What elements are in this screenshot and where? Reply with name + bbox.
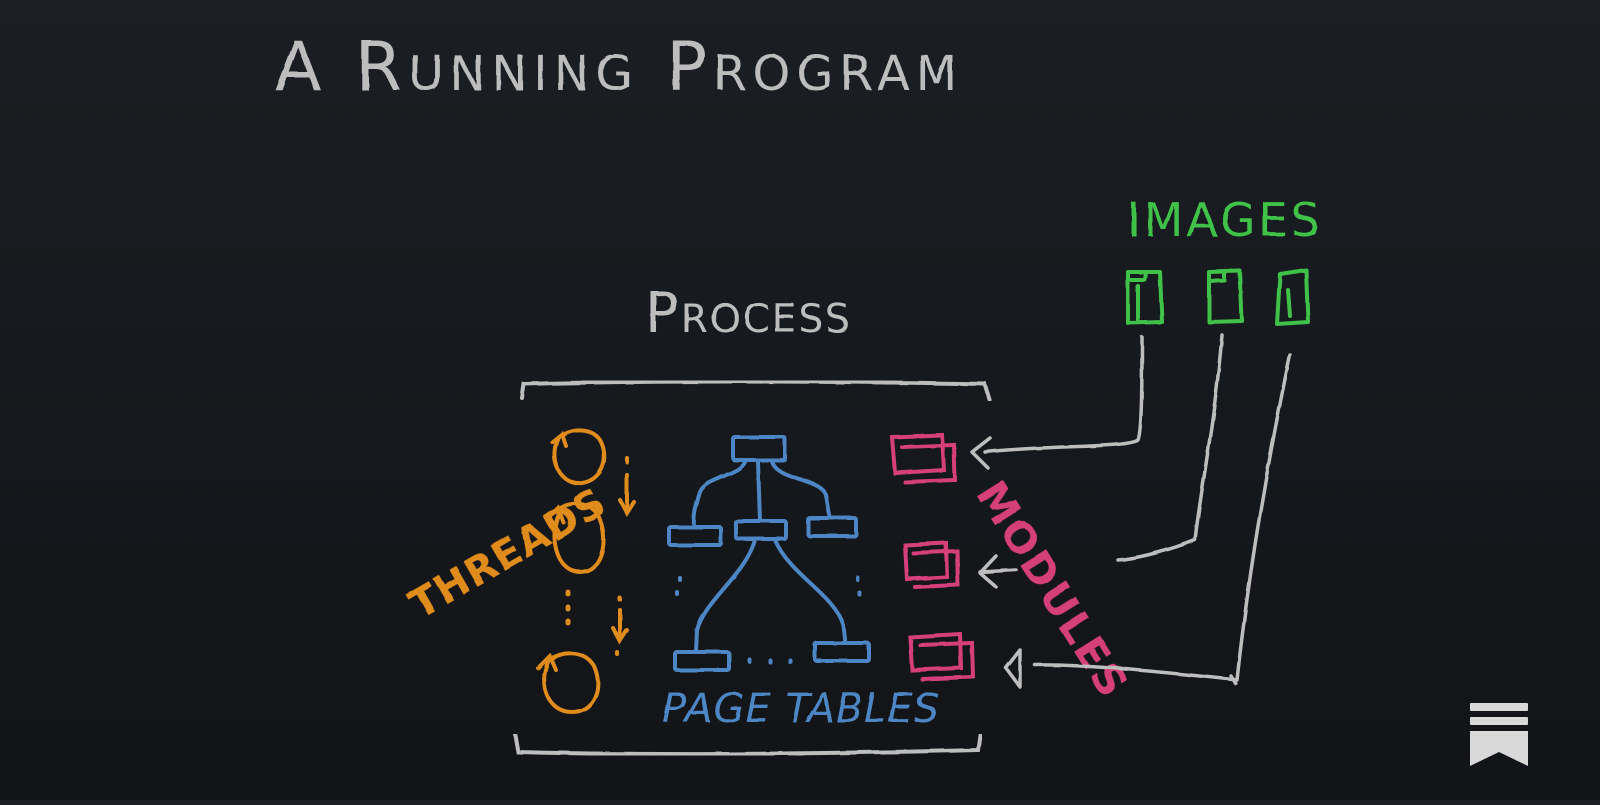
connector-image3-module3 [1033, 353, 1292, 682]
threads-label: Threads [402, 479, 615, 628]
thread-loop-icon [536, 651, 600, 715]
page-table-node [673, 650, 731, 672]
connector-image1-module1 [983, 335, 1144, 454]
thread-loop-icon [550, 428, 607, 486]
image-file-icon [1207, 269, 1244, 324]
process-label: Process [645, 281, 852, 346]
page-table-node [667, 525, 723, 547]
thread-loop-icon [546, 501, 606, 575]
modules-label: Modules [967, 472, 1139, 707]
connector-image2-module2 [1116, 333, 1224, 562]
page-table-node [734, 519, 788, 541]
module-icon [907, 631, 976, 681]
module-icon [889, 432, 958, 484]
module-icon [902, 540, 961, 589]
thread-arrow-icon [611, 596, 629, 656]
arrow-head-icon [970, 436, 992, 470]
page-tables-label: Page Tables [662, 686, 940, 732]
modules-group [889, 432, 976, 681]
arrow-head-icon [978, 554, 1018, 589]
arrow-head-icon [1004, 648, 1022, 689]
image-file-icon [1126, 270, 1164, 325]
page-table-node [731, 435, 787, 462]
page-table-node [813, 641, 871, 663]
process-bracket-top [520, 379, 992, 402]
process-bracket-bottom [513, 733, 982, 757]
page-table-tree [667, 435, 871, 672]
thread-arrow-icon [618, 456, 636, 517]
threads-group [536, 428, 636, 715]
images-group [1126, 268, 1310, 326]
image-file-icon [1275, 268, 1310, 326]
page-table-node [806, 516, 858, 538]
image-module-connectors [970, 333, 1292, 689]
images-label: Images [1127, 193, 1323, 247]
bookmark-icon[interactable] [1470, 703, 1528, 766]
diagram-title: A Running Program [275, 28, 963, 107]
